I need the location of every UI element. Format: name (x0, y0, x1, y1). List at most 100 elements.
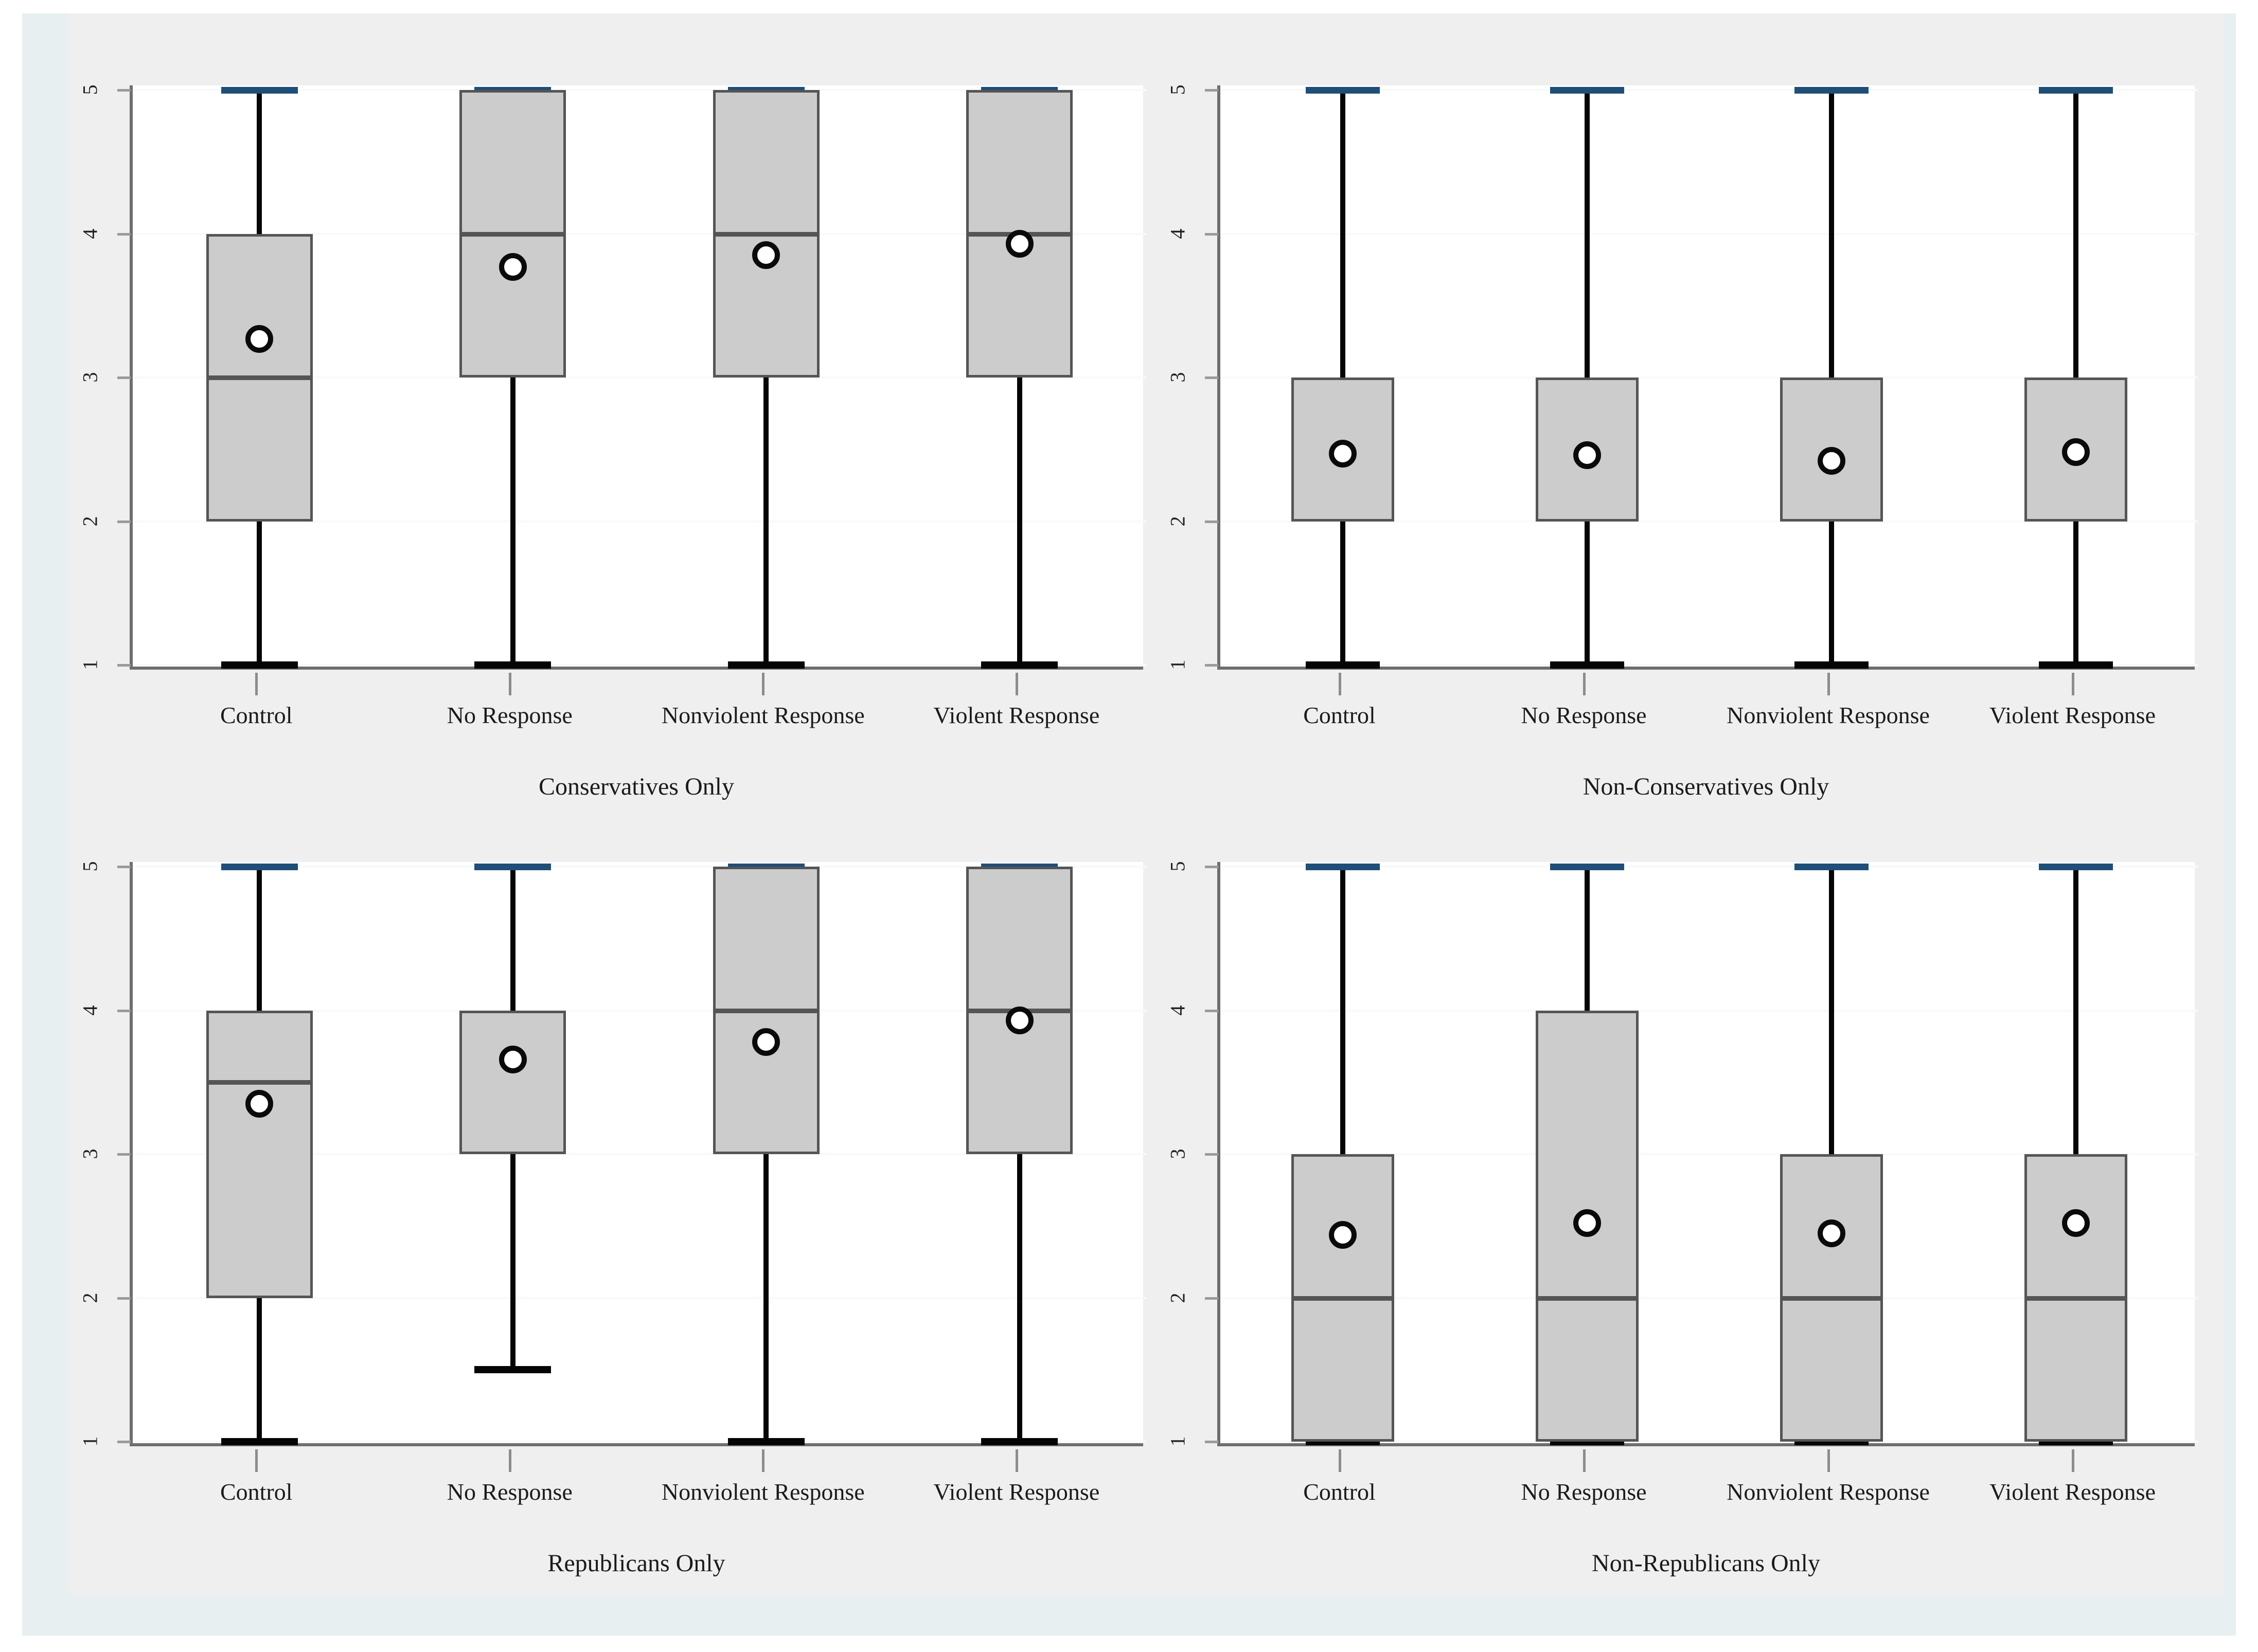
x-tick-label-2: Nonviolent Response (1727, 1479, 1930, 1505)
x-tick-label-3: Violent Response (1989, 1479, 2156, 1505)
mean-marker (1328, 440, 1357, 468)
whisker-cap-lower (981, 661, 1058, 669)
panel-title-republicans: Republicans Only (547, 1550, 725, 1577)
x-tick-mark-0 (255, 1449, 258, 1472)
whisker-lower (1340, 521, 1345, 665)
whisker-upper (2073, 867, 2078, 1154)
whisker-lower (510, 1154, 515, 1370)
y-tick-label-2: 2 (1166, 1292, 1189, 1303)
whisker-lower (1584, 521, 1590, 665)
x-tick-label-3: Violent Response (1989, 702, 2156, 728)
median-line (1780, 1296, 1883, 1301)
y-tick-label-1: 1 (78, 659, 102, 670)
whisker-cap-upper (1794, 864, 1869, 870)
x-tick-label-1: No Response (447, 1479, 573, 1505)
whisker-cap-lower (727, 661, 805, 669)
y-tick-mark-5 (1205, 866, 1218, 868)
mean-marker (499, 1045, 527, 1073)
whisker-lower (257, 1298, 262, 1442)
median-line (713, 231, 820, 237)
whisker-cap-lower (221, 1438, 298, 1445)
y-tick-label-1: 1 (1166, 659, 1189, 670)
whisker-cap-lower (727, 1438, 805, 1445)
whisker-cap-lower (221, 661, 298, 669)
mean-marker (245, 1090, 274, 1118)
y-tick-mark-4 (1205, 1009, 1218, 1012)
x-tick-label-2: Nonviolent Response (1727, 702, 1930, 728)
gridline-y-1 (1220, 1441, 2198, 1443)
whisker-cap-upper (1794, 87, 1869, 94)
x-tick-label-0: Control (1303, 702, 1376, 728)
gridline-y-1 (133, 1441, 1146, 1443)
whisker-cap-lower (1794, 661, 1869, 669)
y-tick-mark-2 (1205, 1297, 1218, 1300)
gridline-y-3 (133, 376, 1146, 379)
median-line (459, 231, 566, 237)
y-tick-label-3: 3 (78, 1148, 102, 1159)
mean-marker (1005, 1007, 1034, 1035)
x-tick-label-0: Control (220, 1479, 293, 1505)
y-tick-label-4: 4 (78, 228, 102, 239)
whisker-cap-upper (1305, 864, 1380, 870)
y-tick-mark-3 (1205, 1153, 1218, 1156)
whisker-upper (1340, 90, 1345, 378)
x-tick-label-0: Control (1303, 1479, 1376, 1505)
x-tick-mark-0 (1338, 673, 1341, 695)
gridline-y-4 (1220, 232, 2198, 235)
x-tick-mark-2 (762, 673, 765, 695)
x-tick-label-1: No Response (1521, 702, 1647, 728)
x-tick-mark-1 (508, 673, 511, 695)
y-tick-label-3: 3 (78, 372, 102, 383)
median-line (206, 375, 313, 380)
y-tick-mark-5 (1205, 89, 1218, 92)
y-tick-mark-2 (117, 1297, 131, 1300)
whisker-cap-lower (474, 1366, 552, 1374)
y-tick-mark-4 (117, 232, 131, 236)
whisker-lower (1017, 378, 1022, 665)
whisker-lower (510, 378, 515, 665)
y-tick-label-5: 5 (78, 84, 102, 95)
panel-title-conservatives: Conservatives Only (539, 773, 734, 800)
whisker-upper (1340, 867, 1345, 1154)
panel-title-non-republicans: Non-Republicans Only (1592, 1550, 1820, 1577)
y-tick-mark-3 (117, 1153, 131, 1156)
y-tick-label-2: 2 (78, 516, 102, 526)
mean-marker (752, 241, 780, 270)
whisker-cap-upper (221, 864, 298, 870)
mean-marker (1328, 1220, 1357, 1249)
whisker-cap-upper (1550, 864, 1624, 870)
y-tick-label-2: 2 (78, 1292, 102, 1303)
y-tick-mark-1 (1205, 664, 1218, 667)
x-tick-mark-2 (1827, 673, 1830, 695)
x-tick-mark-1 (508, 1449, 511, 1472)
x-tick-mark-2 (1827, 1449, 1830, 1472)
gridline-y-3 (1220, 376, 2198, 379)
y-tick-mark-4 (1205, 232, 1218, 236)
gridline-y-4 (133, 1009, 1146, 1012)
x-tick-label-2: Nonviolent Response (661, 1479, 865, 1505)
y-tick-mark-1 (1205, 1441, 1218, 1443)
median-line (1535, 1296, 1639, 1301)
whisker-cap-upper (2038, 87, 2113, 94)
mean-marker (1005, 230, 1034, 258)
whisker-cap-lower (981, 1438, 1058, 1445)
y-tick-label-4: 4 (1166, 1005, 1189, 1015)
y-tick-label-5: 5 (1166, 861, 1189, 872)
gridline-y-1 (1220, 664, 2198, 666)
whisker-lower (1017, 1154, 1022, 1442)
panel-title-non-conservatives: Non-Conservatives Only (1583, 773, 1829, 800)
gridline-y-4 (1220, 1009, 2198, 1012)
y-tick-label-5: 5 (1166, 84, 1189, 95)
x-tick-mark-2 (762, 1449, 765, 1472)
gridline-y-3 (133, 1153, 1146, 1155)
whisker-lower (763, 378, 769, 665)
whisker-cap-lower (1550, 661, 1624, 669)
x-tick-mark-3 (2071, 1449, 2074, 1472)
gridline-y-2 (133, 520, 1146, 523)
whisker-upper (1584, 867, 1590, 1011)
y-tick-mark-2 (1205, 520, 1218, 523)
